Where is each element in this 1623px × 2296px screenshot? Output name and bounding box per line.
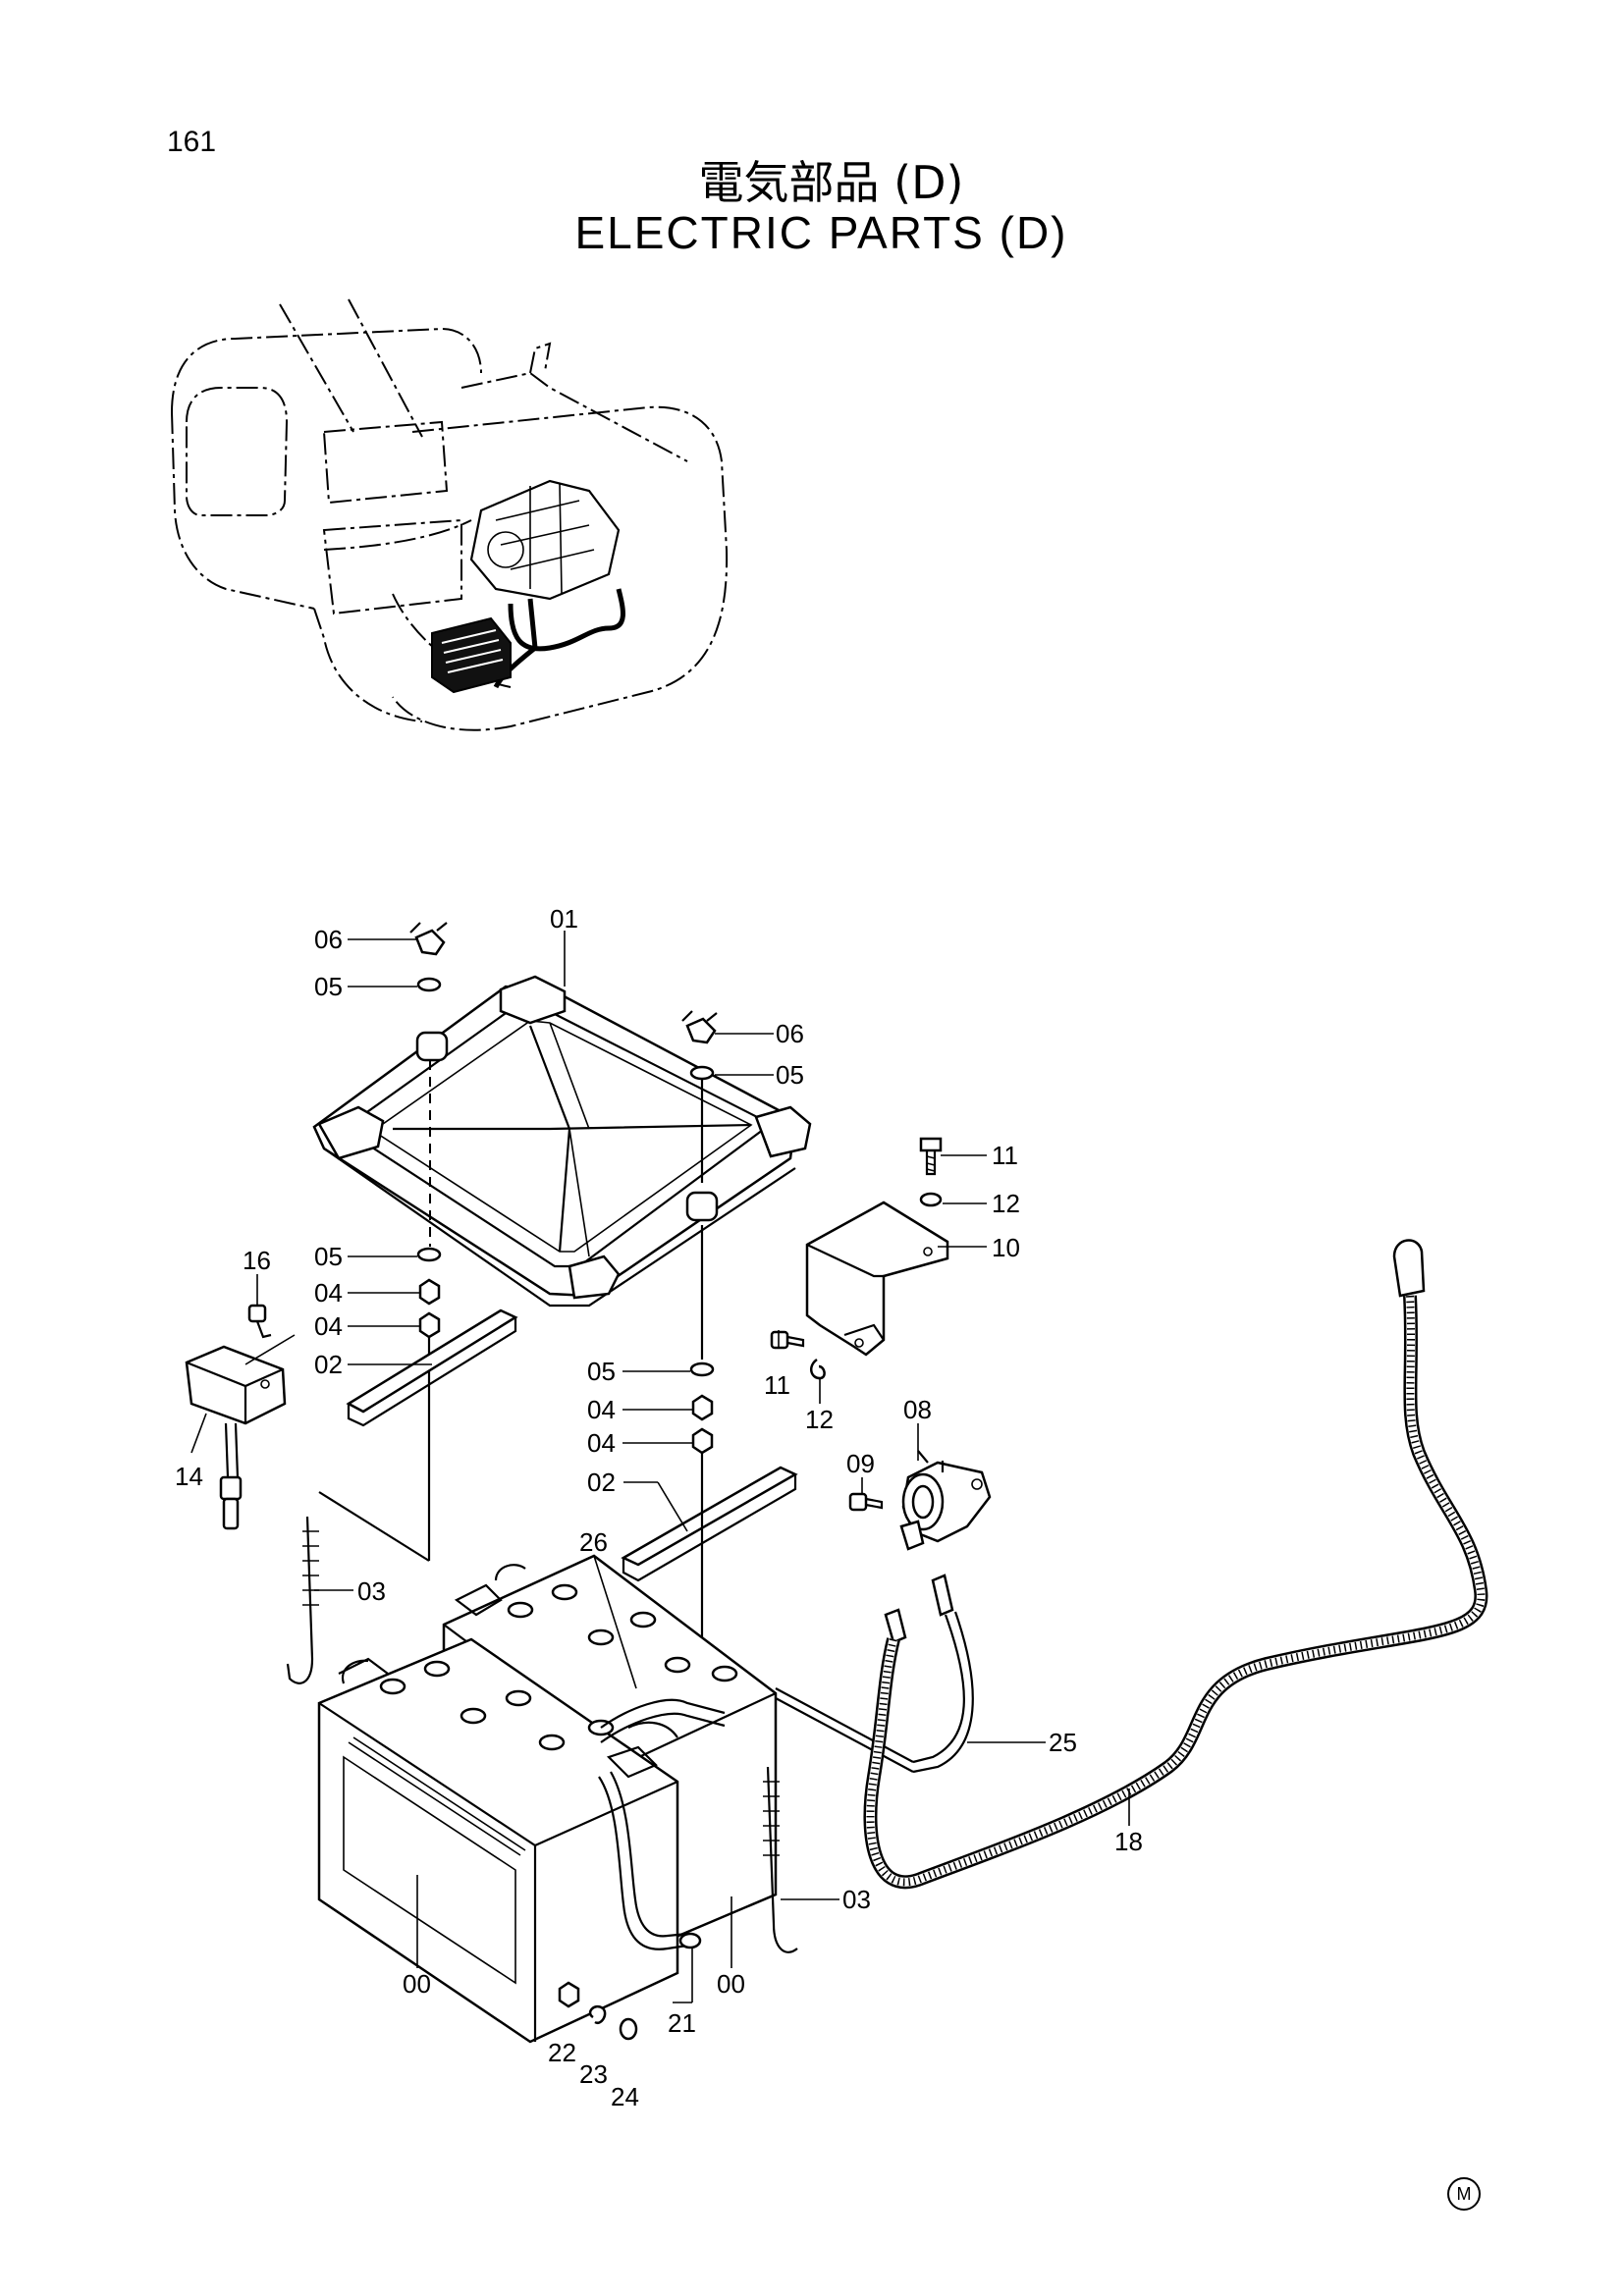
washer-icon <box>416 1247 442 1262</box>
battery-relay-icon <box>899 1450 992 1551</box>
relay-unit <box>185 1345 287 1530</box>
washer-icon <box>919 1192 943 1207</box>
washer-icon <box>619 2017 638 2041</box>
washer-icon <box>689 1362 715 1377</box>
callout-03: 03 <box>842 1885 871 1914</box>
callout-10: 10 <box>992 1233 1020 1262</box>
washer-icon <box>689 1065 715 1081</box>
washer-icon <box>588 2004 607 2025</box>
bolt-icon <box>770 1330 805 1350</box>
cable-icon <box>863 1239 1488 1890</box>
callout-12: 12 <box>992 1189 1020 1218</box>
hex-nut-icon <box>691 1427 714 1455</box>
hex-nut-icon <box>558 1981 580 2008</box>
battery-icon <box>317 1637 679 2044</box>
page-title-english: ELECTRIC PARTS (D) <box>574 207 1068 258</box>
callout-00: 00 <box>403 1969 431 1999</box>
callout-02: 02 <box>587 1468 616 1497</box>
hex-nut-icon <box>691 1394 714 1421</box>
callout-labels: 06 05 01 06 05 11 12 10 16 05 04 04 02 1… <box>175 904 1143 2111</box>
callout-06: 06 <box>314 925 343 954</box>
callout-09: 09 <box>846 1449 875 1478</box>
callout-24: 24 <box>611 2082 639 2111</box>
cable-icon <box>775 1574 974 1774</box>
manufacturer-mark: M <box>1447 2177 1481 2211</box>
page-title-japanese: 電気部品 (D) <box>698 156 964 209</box>
hex-nut-icon <box>418 1311 441 1339</box>
callout-04: 04 <box>587 1428 616 1458</box>
battery-cover <box>312 975 812 1308</box>
callout-04: 04 <box>314 1311 343 1341</box>
callout-11: 11 <box>764 1370 790 1400</box>
bolt-icon <box>848 1492 884 1512</box>
callout-03: 03 <box>357 1576 386 1606</box>
callout-08: 08 <box>903 1395 932 1424</box>
callout-05: 05 <box>314 1242 343 1271</box>
callout-26: 26 <box>579 1527 608 1557</box>
leader-lines <box>190 931 1130 2003</box>
washer-icon <box>809 1358 826 1380</box>
callout-05: 05 <box>314 972 343 1001</box>
callout-04: 04 <box>314 1278 343 1308</box>
callout-14: 14 <box>175 1462 203 1491</box>
callout-22: 22 <box>548 2038 576 2067</box>
washer-icon <box>416 977 442 992</box>
page-number: 161 <box>167 126 217 158</box>
wing-nut-icon <box>409 922 448 956</box>
callout-23: 23 <box>579 2059 608 2089</box>
wing-nut-icon <box>681 1010 718 1044</box>
bolt-icon <box>919 1137 943 1176</box>
callout-05: 05 <box>587 1357 616 1386</box>
callout-04: 04 <box>587 1395 616 1424</box>
callout-21: 21 <box>668 2008 696 2038</box>
callout-25: 25 <box>1049 1728 1077 1757</box>
excavator-overview-icon <box>171 298 729 731</box>
callout-16: 16 <box>243 1246 271 1275</box>
callout-02: 02 <box>314 1350 343 1379</box>
callout-00: 00 <box>717 1969 745 1999</box>
callout-12: 12 <box>805 1405 834 1434</box>
mounting-bracket <box>805 1201 949 1357</box>
callout-18: 18 <box>1114 1827 1143 1856</box>
callout-11: 11 <box>992 1141 1018 1170</box>
callout-05: 05 <box>776 1060 804 1090</box>
hex-nut-icon <box>418 1278 441 1306</box>
callout-06: 06 <box>776 1019 804 1048</box>
bolt-icon <box>247 1304 272 1339</box>
callout-01: 01 <box>550 904 578 934</box>
